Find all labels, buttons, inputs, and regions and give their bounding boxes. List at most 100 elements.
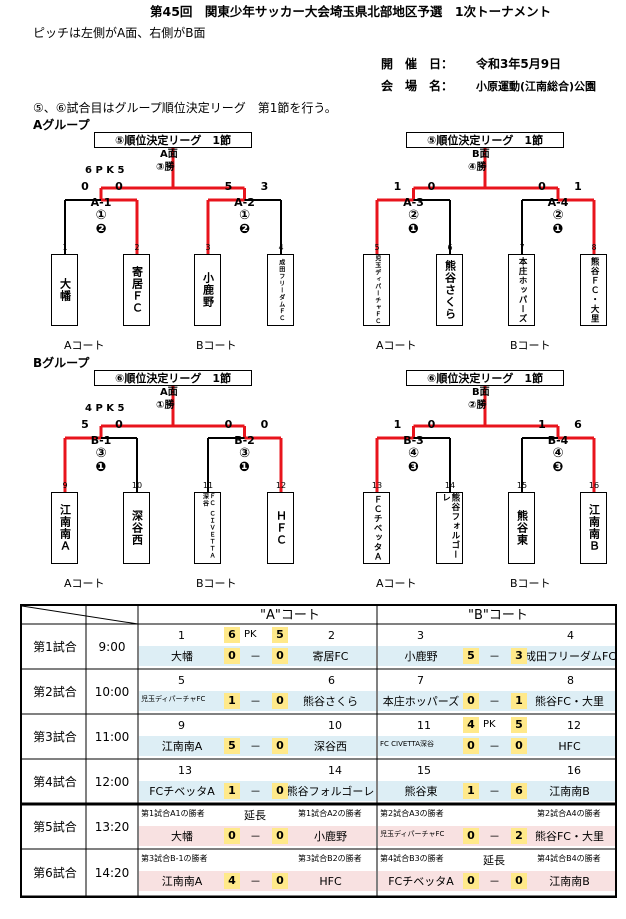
score-dash: － — [250, 695, 261, 708]
match-number: 第3試合 — [33, 729, 77, 744]
team-row-bar — [378, 691, 615, 711]
score-value: 1 — [224, 783, 240, 799]
team-name: 熊谷フォルゴーレ — [440, 493, 460, 560]
match-slot: ❶ — [552, 222, 564, 237]
team-box: 熊谷フォルゴーレ — [436, 492, 463, 564]
score-dash: － — [250, 650, 261, 663]
match-slot: ❶ — [238, 460, 250, 475]
slot-label: 第2試合A3の勝者 — [380, 809, 444, 818]
team-name: ＨＦＣ — [274, 510, 288, 546]
team-box: 大幡 — [51, 254, 78, 326]
team-number: 13 — [371, 481, 383, 490]
team-name: 江南南Ａ — [58, 504, 72, 552]
score-value: 0 — [463, 738, 479, 754]
score-value: 0 — [272, 648, 288, 664]
venue-label: 会 場 名： — [381, 79, 454, 93]
team-number: 15 — [516, 481, 528, 490]
league-title-box: ⑤順位決定リーグ 1節 — [406, 132, 564, 148]
league-title-box: ⑥順位決定リーグ 1節 — [406, 370, 564, 386]
score-value: 6 — [511, 783, 527, 799]
match-score: 1 — [574, 180, 582, 193]
score-dash: － — [250, 785, 261, 798]
slot-label: 14 — [328, 764, 342, 777]
team-number: 3 — [205, 243, 211, 252]
match-order: ④ — [407, 446, 419, 461]
slot-label: 第3試合B2の勝者 — [298, 854, 362, 863]
team-name: 熊谷ＦＣ・大里 — [589, 256, 600, 324]
slot-label: 1 — [178, 629, 185, 642]
team-box: 本庄ホッパーズ — [508, 254, 535, 326]
match-score: 0 — [538, 180, 546, 193]
team-box: 江南南Ａ — [51, 492, 78, 564]
team-box: ＦＣチベッタＡ — [363, 492, 390, 564]
team-row-bar — [378, 871, 615, 891]
match-order: ③ — [95, 446, 107, 461]
team-name: 熊谷FC・大里 — [534, 695, 604, 708]
score-dash: － — [250, 830, 261, 843]
slot-label: 11 — [417, 719, 431, 732]
team-name: FC CIVETTA深谷 — [380, 740, 434, 748]
score-dash: － — [250, 875, 261, 888]
match-score: 0 — [260, 418, 269, 431]
match-score: 1 — [538, 418, 546, 431]
tiebreak-label: PK — [483, 719, 496, 730]
match-label: A-3 — [403, 196, 424, 209]
winner-note: ④勝 — [468, 162, 487, 173]
team-name: ＦＣチベッタＡ — [372, 494, 383, 562]
kickoff-time: 11:00 — [94, 729, 130, 744]
match-label: A-1 — [90, 196, 112, 209]
match-order: ③ — [238, 446, 250, 461]
kickoff-time: 12:00 — [94, 774, 130, 789]
team-box: 小鹿野 — [194, 254, 221, 326]
score-value: 0 — [224, 828, 240, 844]
match-label: B-2 — [234, 434, 255, 447]
slot-label: 12 — [567, 719, 581, 732]
score-value: 1 — [224, 693, 240, 709]
score-value: 2 — [511, 828, 527, 844]
team-name: 成田フリーダムＦＣ — [277, 258, 285, 322]
score-dash: － — [489, 830, 500, 843]
team-name: 熊谷東 — [404, 785, 438, 798]
score-value: 0 — [224, 648, 240, 664]
team-number: 4 — [278, 243, 284, 252]
schedule-grid — [22, 606, 615, 896]
match-score: 3 — [260, 180, 269, 193]
team-number: 2 — [134, 243, 140, 252]
team-name: 成田フリーダムFC — [525, 650, 617, 663]
score-value: 5 — [224, 738, 240, 754]
team-row-bar — [139, 691, 376, 711]
team-name: FCチベッタA — [388, 875, 454, 888]
slot-label: 第1試合A2の勝者 — [298, 809, 362, 818]
team-box: 熊谷東 — [508, 492, 535, 564]
court-label: Bコート — [510, 577, 551, 590]
court-label: Bコート — [196, 339, 237, 352]
page-title: 第45回 関東少年サッカー大会埼玉県北部地区予選 1次トーナメント — [150, 4, 552, 19]
match-score: 0 — [427, 418, 436, 431]
team-number: 11 — [202, 481, 214, 490]
match-order: ① — [238, 208, 250, 223]
team-number: 7 — [519, 243, 525, 252]
match-number: 第2試合 — [33, 684, 77, 699]
kickoff-time: 9:00 — [98, 639, 126, 654]
court-label: Aコート — [64, 577, 105, 590]
match-score: 5 — [224, 180, 233, 193]
score-value: 1 — [511, 693, 527, 709]
team-name: 児玉ディパーチャFC — [141, 695, 206, 703]
team-name: 大幡 — [171, 650, 193, 663]
group-a-heading: Aグループ — [33, 118, 90, 132]
team-row-bar — [378, 781, 615, 801]
match-order: ② — [407, 208, 419, 223]
score-dash: － — [489, 695, 500, 708]
slot-label: 第1試合A1の勝者 — [141, 809, 205, 818]
match-number: 第1試合 — [33, 639, 77, 654]
slot-label: 8 — [567, 674, 574, 687]
winner-note: ①勝 — [156, 400, 175, 411]
court-label: Aコート — [376, 339, 417, 352]
pk-score: 5 — [511, 717, 527, 733]
score-value: 0 — [272, 828, 288, 844]
team-name: 寄居ＦＣ — [130, 266, 144, 314]
match-score: 1 — [393, 418, 402, 431]
pk-score: 6 — [224, 627, 240, 643]
score-value: 5 — [463, 648, 479, 664]
team-name: 小鹿野 — [314, 830, 347, 843]
